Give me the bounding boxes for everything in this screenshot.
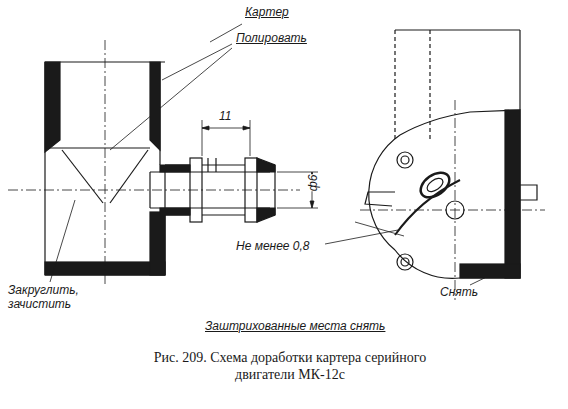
dimension-label: 11 xyxy=(219,110,231,124)
center-lines xyxy=(8,40,545,300)
leader-lines xyxy=(50,24,505,285)
note-label: Снять xyxy=(440,286,478,300)
note-label: Заштрихованные места снять xyxy=(205,320,385,334)
note-label: Полировать xyxy=(236,32,307,46)
front-view xyxy=(365,30,537,278)
note-label: Закруглить, зачистить xyxy=(8,284,118,312)
part-name: Картер xyxy=(245,6,289,20)
dimensions xyxy=(202,120,318,208)
figure-caption: Рис. 209. Схема доработки картера серийн… xyxy=(150,350,430,384)
note-label: Не менее 0,8 xyxy=(236,240,310,254)
dimension-label: ф6 xyxy=(307,175,321,192)
